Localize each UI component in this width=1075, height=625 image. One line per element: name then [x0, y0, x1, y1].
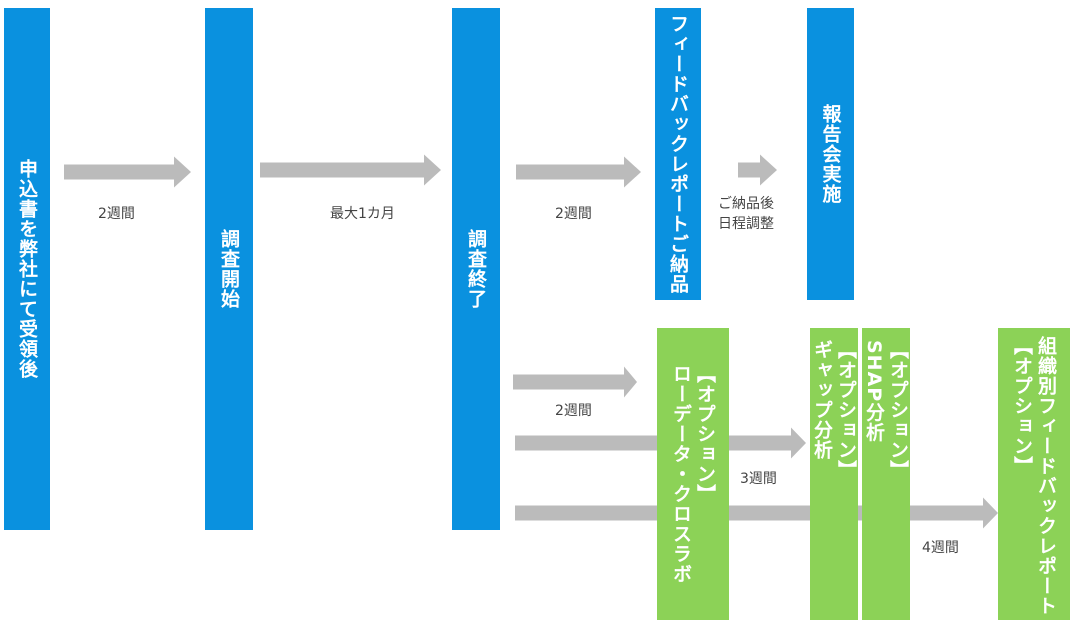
duration-label: 2週間 — [98, 206, 135, 222]
step-feedback-report-delivery-label: フィードバックレポートご納品 — [667, 14, 689, 294]
duration-label: ご納品後 日程調整 — [718, 194, 774, 234]
option-org-feedback-report: 組織別フィードバックレポート 【オプション】 — [998, 328, 1070, 620]
arrow-feedback-to-meeting — [738, 154, 777, 186]
step-survey-start-label: 調査開始 — [218, 229, 240, 309]
arrow-end-to-crosslab — [513, 366, 637, 398]
step-survey-end-label: 調査終了 — [465, 229, 487, 309]
arrow-end-to-org-feedback — [515, 497, 998, 529]
arrow-start-to-end — [260, 154, 441, 186]
arrow-end-to-feedback — [516, 156, 641, 188]
step-report-meeting-label: 報告会実施 — [819, 104, 842, 204]
option-shap-analysis: 【オプション】 SHAP分析 — [862, 328, 910, 620]
duration-label: 4週間 — [922, 540, 959, 556]
option-rawdata-crosslab-label: 【オプション】 ローデータ・クロスラボ — [670, 364, 716, 584]
arrow-apply-to-start — [64, 156, 191, 188]
duration-label: 2週間 — [555, 206, 592, 222]
duration-label: 3週間 — [740, 471, 777, 487]
step-report-meeting: 報告会実施 — [807, 8, 854, 300]
step-survey-start: 調査開始 — [205, 8, 253, 530]
option-gap-analysis-label: 【オプション】 ギャップ分析 — [811, 340, 857, 480]
duration-label: 2週間 — [555, 403, 592, 419]
duration-label-line: ご納品後 — [718, 196, 774, 212]
duration-label-line: 日程調整 — [718, 216, 774, 232]
step-survey-end: 調査終了 — [452, 8, 500, 530]
option-shap-analysis-label: 【オプション】 SHAP分析 — [863, 340, 909, 480]
step-application-received: 申込書を弊社にて受領後 — [4, 8, 50, 530]
option-rawdata-crosslab: 【オプション】 ローデータ・クロスラボ — [657, 328, 729, 620]
option-gap-analysis: 【オプション】 ギャップ分析 — [810, 328, 858, 620]
option-org-feedback-report-label: 組織別フィードバックレポート 【オプション】 — [1011, 336, 1057, 616]
step-feedback-report-delivery: フィードバックレポートご納品 — [655, 8, 701, 300]
duration-label: 最大1カ月 — [330, 206, 395, 222]
step-application-received-label: 申込書を弊社にて受領後 — [16, 159, 38, 379]
